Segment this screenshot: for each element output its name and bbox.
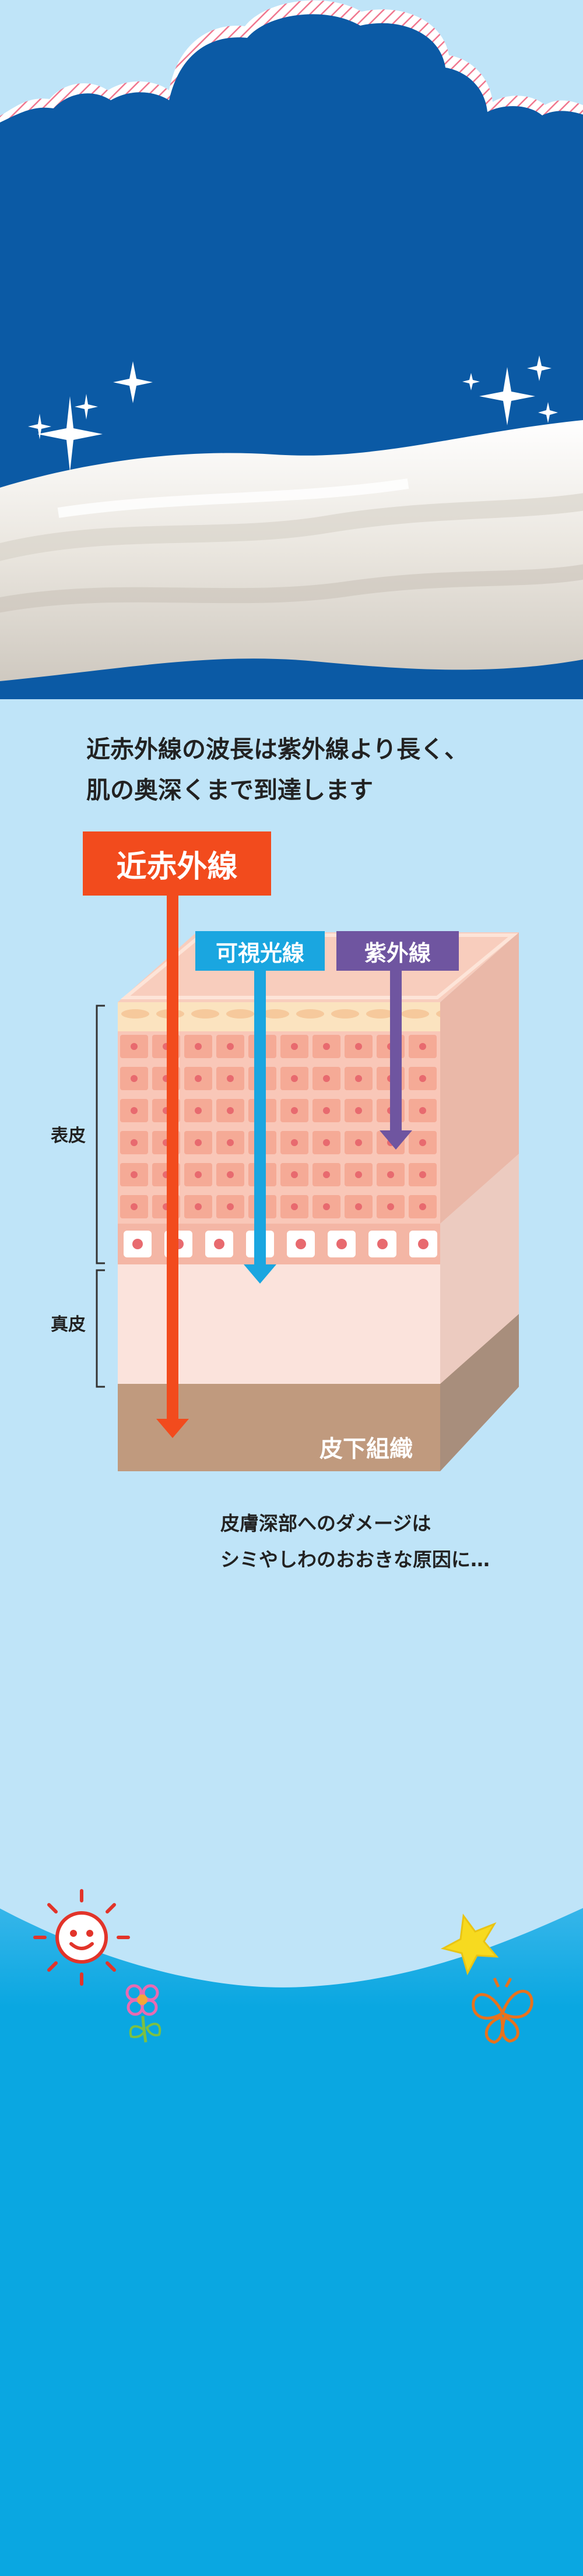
- bottom-blue-wave: [0, 1908, 583, 2576]
- caption-line-1: 皮膚深部へのダメージは: [220, 1512, 431, 1535]
- intro-line-2: 肌の奥深くまで到達します: [86, 776, 373, 804]
- subcutaneous-label: 皮下組織: [319, 1436, 413, 1463]
- star-icon: [440, 1914, 499, 1975]
- visible-light-label: 可視光線: [195, 931, 325, 971]
- epidermis-label: 表皮: [51, 1126, 86, 1146]
- sparkle-icons: [28, 355, 558, 472]
- visible-light-arrow: [244, 970, 276, 1284]
- near-infrared-arrow: [156, 891, 189, 1438]
- dermis-label: 真皮: [51, 1315, 86, 1335]
- flower-icon: [125, 1984, 161, 2043]
- satin-cloth-band: [0, 420, 583, 682]
- ultraviolet-label: 紫外線: [336, 931, 459, 971]
- near-infrared-label: 近赤外線: [83, 831, 271, 896]
- ultraviolet-arrow: [380, 970, 412, 1150]
- sun-icon: [33, 1889, 130, 1986]
- intro-line-1: 近赤外線の波長は紫外線より長く、: [86, 735, 469, 763]
- caption-line-2: シミやしわのおおきな原因に…: [220, 1548, 490, 1571]
- butterfly-icon: [472, 1977, 533, 2044]
